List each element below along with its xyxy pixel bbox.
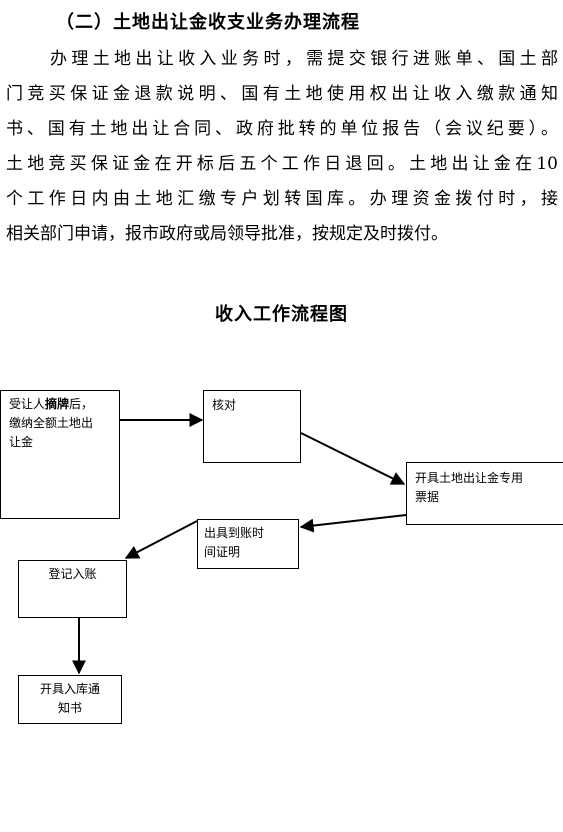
node-transferee-line3: 让金 [9,435,34,449]
node-receipt-line2: 票据 [415,490,440,504]
paragraph-line: 办理土地出让收入业务时，需提交银行进账单、国土部 [50,49,558,69]
node-transferee-suffix: 后， [69,397,94,411]
paragraph-line: 门竞买保证金退款说明、国有土地使用权出让收入缴款通知 [6,84,558,104]
flowchart-title: 收入工作流程图 [215,304,348,325]
paragraph-line: 书、国有土地出让合同、政府批转的单位报告（会议纪要）。 [6,119,558,139]
node-notice-line1: 开具入库通 [39,682,100,696]
arrow-arrival-to-register [124,520,198,559]
node-verify: 核对 [203,390,301,463]
node-register-account: 登记入账 [18,560,127,618]
node-treasury-notice: 开具入库通 知书 [18,675,122,724]
node-transferee-line2: 缴纳全额土地出 [9,416,94,430]
node-arrival-certificate: 出具到账时 间证明 [197,519,299,569]
node-arrival-line2: 间证明 [204,545,241,559]
arrow-verify-to-receipt [300,432,406,485]
node-transferee-line1: 受让人摘牌后， [9,395,113,414]
paragraph-line: 个工作日内由土地汇缴专户划转国库。办理资金拨付时，接 [6,189,558,209]
paragraph-line: 土地竞买保证金在开标后五个工作日退回。土地出让金在10 [6,154,558,174]
body-paragraph: 办理土地出让收入业务时，需提交银行进账单、国土部 门竞买保证金退款说明、国有土地… [6,42,558,252]
node-arrival-line1: 出具到账时 [204,526,265,540]
node-transferee-bold: 摘牌 [45,397,70,411]
node-transferee-prefix: 受让人 [9,397,46,411]
node-notice-line2: 知书 [57,701,82,715]
node-transferee-payment: 受让人摘牌后， 缴纳全额土地出 让金 [0,390,120,519]
node-issue-receipt: 开具土地出让金专用 票据 [406,462,563,525]
node-verify-label: 核对 [212,398,237,412]
paragraph-line: 相关部门申请，报市政府或局领导批准，按规定及时拨付。 [6,224,448,244]
node-register-label: 登记入账 [48,567,97,581]
section-heading: （二）土地出让金收支业务办理流程 [56,12,360,33]
node-receipt-line1: 开具土地出让金专用 [415,471,524,485]
arrow-receipt-to-arrival [299,514,407,533]
